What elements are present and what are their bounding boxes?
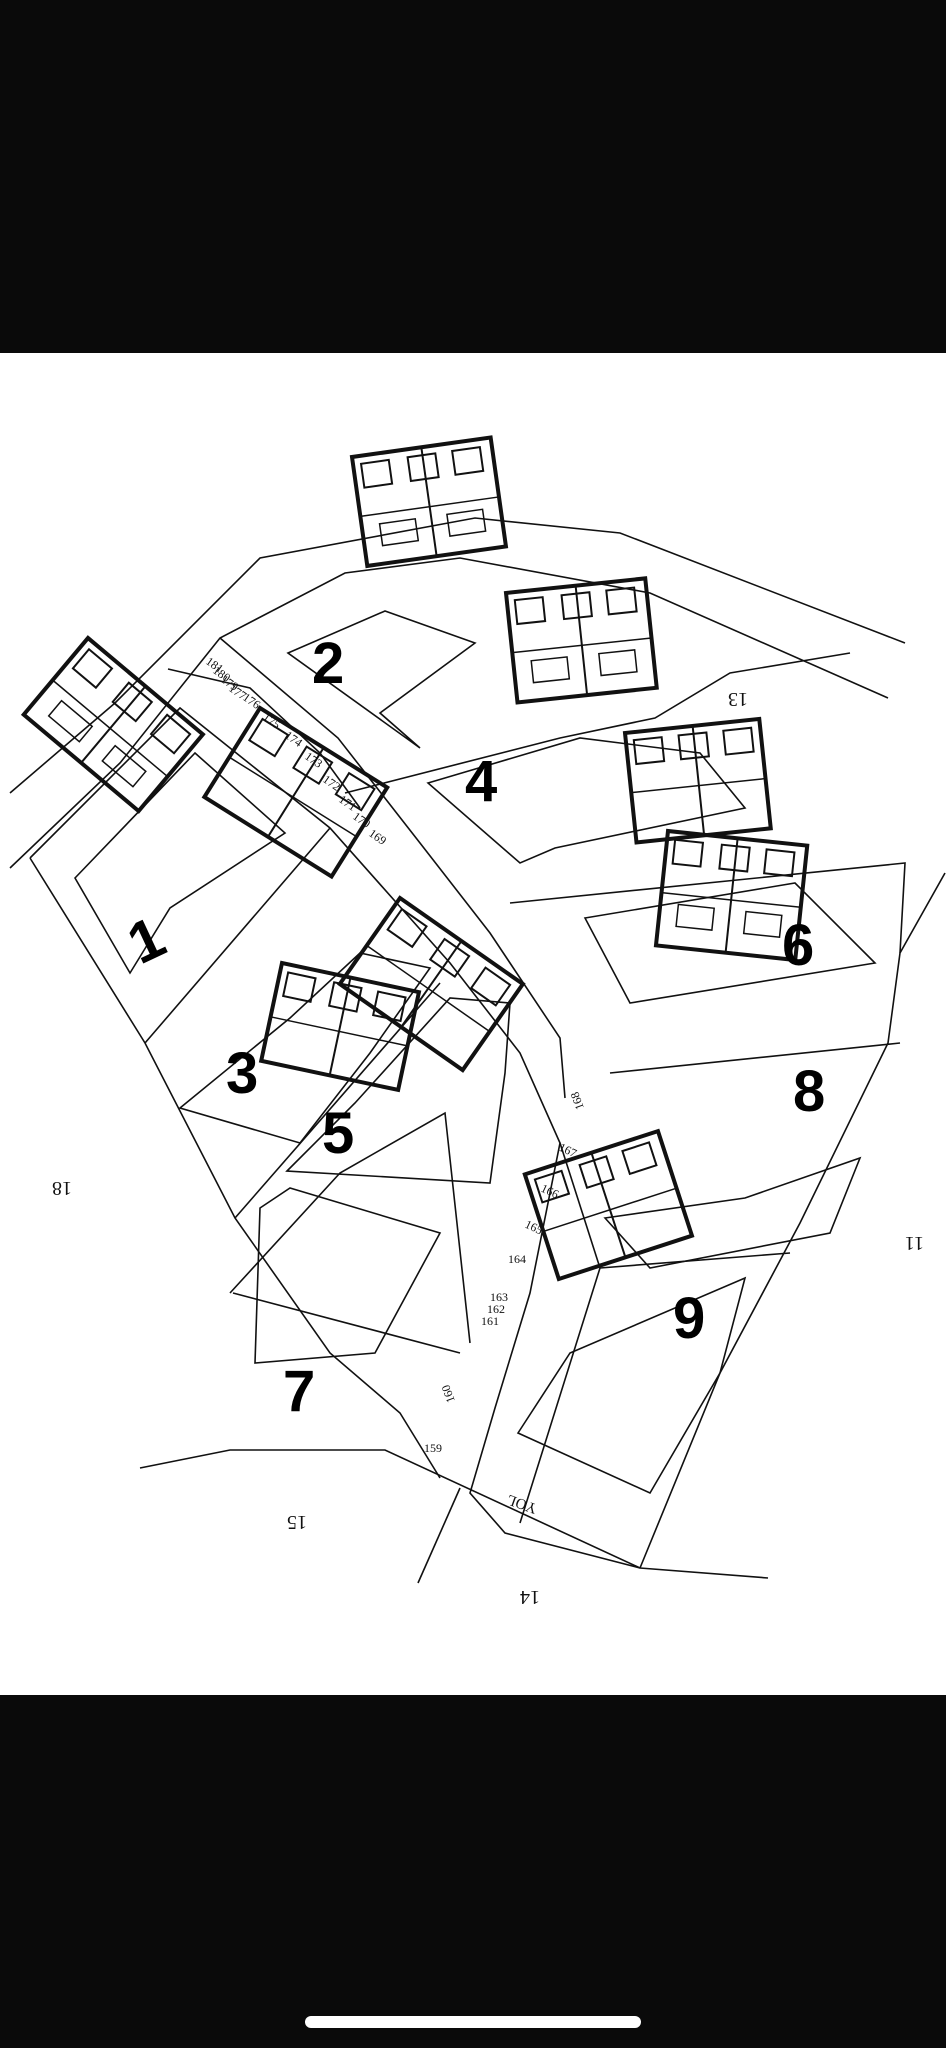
parcel-boundaries — [9, 517, 946, 1584]
house-footprint-1 — [20, 635, 206, 814]
house-footprints — [20, 435, 810, 1282]
elevation-label: 175 — [260, 710, 283, 732]
site-plan-drawing: 1 2 3 4 5 6 7 8 9 13 18 11 15 14 YOL 18 1… — [9, 435, 946, 1608]
elevation-label: 159 — [424, 1441, 442, 1455]
elevation-label: 171 — [336, 792, 359, 814]
bottom-black-band — [0, 1695, 946, 2048]
elevation-label: 167 — [557, 1140, 579, 1160]
elevation-label: 168 — [568, 1090, 587, 1112]
elevation-label: 160 — [439, 1383, 458, 1405]
lot-number-15: 15 — [287, 1511, 307, 1533]
home-indicator-bar[interactable] — [305, 2016, 641, 2028]
lot-number-14: 14 — [520, 1586, 540, 1608]
house-footprint-9 — [522, 1128, 695, 1282]
elevation-label: 163 — [490, 1290, 508, 1304]
plot-number-2: 2 — [312, 631, 344, 696]
lot-number-18: 18 — [52, 1177, 72, 1199]
elevation-label: 166 — [539, 1181, 561, 1201]
house-footprint-8 — [653, 828, 810, 963]
lot-number-11: 11 — [905, 1232, 924, 1254]
road-label: YOL — [505, 1491, 539, 1517]
plot-number-6: 6 — [782, 913, 814, 978]
elevation-label: 165 — [523, 1217, 545, 1237]
lot-numbers: 13 18 11 15 14 — [52, 688, 924, 1608]
elevation-label: 162 — [487, 1302, 505, 1316]
elevation-label: 174 — [282, 728, 305, 750]
elevation-label: 164 — [508, 1252, 526, 1266]
plot-number-9: 9 — [673, 1286, 705, 1351]
elevation-label: 169 — [366, 826, 389, 848]
plot-number-8: 8 — [793, 1059, 825, 1124]
house-footprint-6 — [622, 716, 773, 845]
house-footprint-4 — [503, 576, 659, 705]
house-footprint-5 — [336, 895, 526, 1073]
plot-number-7: 7 — [283, 1359, 315, 1424]
elevation-label: 161 — [481, 1314, 499, 1328]
plot-number-4: 4 — [465, 749, 497, 814]
plot-numbers: 1 2 3 4 5 6 7 8 9 — [118, 631, 825, 1424]
house-footprint-3 — [201, 705, 390, 880]
plot-number-5: 5 — [322, 1101, 354, 1166]
plot-number-3: 3 — [226, 1041, 258, 1106]
house-footprint-2 — [349, 435, 509, 569]
site-plan: 1 2 3 4 5 6 7 8 9 13 18 11 15 14 YOL 18 1… — [0, 353, 946, 1695]
lot-number-13: 13 — [728, 688, 748, 710]
top-black-band — [0, 0, 946, 353]
elevations-lower: 168 167 166 165 164 163 162 161 160 159 — [424, 1090, 587, 1455]
house-footprint-7 — [258, 960, 422, 1093]
